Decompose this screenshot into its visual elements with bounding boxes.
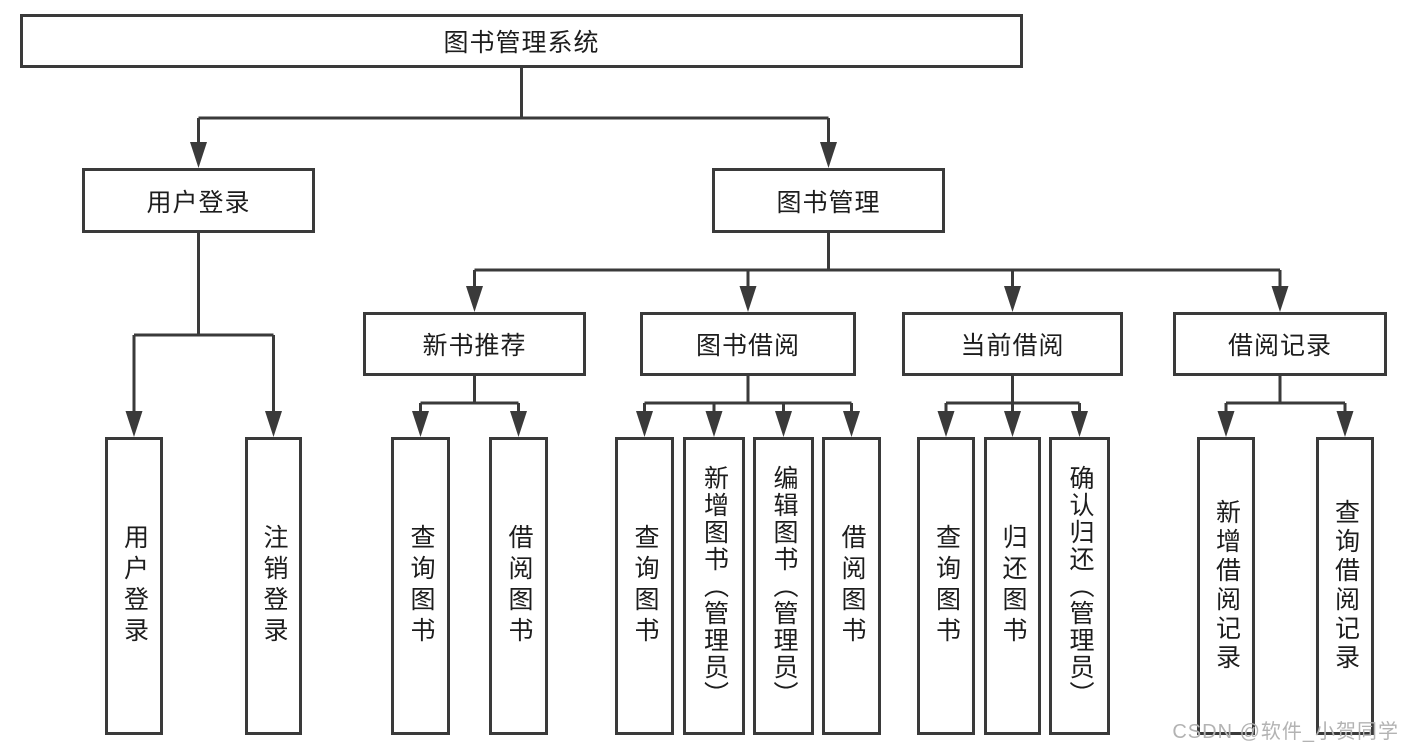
node-new-book-recommend: 新书推荐 — [363, 312, 586, 376]
node-query-books-borrowing: 查询图书 — [615, 437, 674, 735]
node-label: 查询借阅记录 — [1331, 499, 1360, 673]
connector-book-borrowing-children — [636, 376, 860, 437]
node-borrow-books-borrowing: 借阅图书 — [822, 437, 881, 735]
arrow-down-icon — [412, 411, 527, 437]
arrow-down-icon — [125, 411, 282, 437]
node-borrow-records: 借阅记录 — [1173, 312, 1387, 376]
node-current-borrowing: 当前借阅 — [902, 312, 1123, 376]
node-query-books-current: 查询图书 — [917, 437, 975, 735]
node-label: 查询图书 — [631, 524, 659, 648]
node-label: 用户登录 — [120, 524, 149, 648]
node-label: 新书推荐 — [422, 332, 527, 360]
node-root-system: 图书管理系统 — [20, 14, 1023, 68]
connector-root-to-level2 — [190, 68, 837, 168]
node-user-login: 用户登录 — [82, 168, 315, 233]
node-book-management: 图书管理 — [712, 168, 945, 233]
node-label: 图书管理系统 — [443, 29, 600, 57]
node-label: 借阅图书 — [838, 524, 866, 648]
node-borrow-books-recommend: 借阅图书 — [489, 437, 548, 735]
node-label: 新增借阅记录 — [1212, 499, 1241, 673]
node-label: 归还图书 — [999, 524, 1027, 648]
connector-book-management-children — [466, 233, 1289, 312]
arrow-down-icon — [937, 411, 1088, 437]
node-book-borrowing: 图书借阅 — [640, 312, 856, 376]
arrow-down-icon — [466, 286, 1289, 312]
arrow-down-icon — [636, 411, 860, 437]
node-label: 用户登录 — [146, 188, 251, 217]
node-add-book-admin: 新增图书（管理员） — [683, 437, 745, 735]
node-confirm-return-admin: 确认归还（管理员） — [1049, 437, 1110, 735]
watermark: CSDN @软件_小贺同学 — [1172, 721, 1399, 743]
node-label: 确认归还（管理员） — [1066, 464, 1094, 708]
node-add-borrow-record: 新增借阅记录 — [1197, 437, 1255, 735]
node-return-books: 归还图书 — [984, 437, 1041, 735]
node-logout: 注销登录 — [245, 437, 302, 735]
node-label: 借阅图书 — [505, 524, 533, 648]
node-label: 图书借阅 — [695, 332, 800, 360]
connector-user-login-children — [125, 233, 282, 437]
node-user-login-leaf: 用户登录 — [105, 437, 163, 735]
node-label: 新增图书（管理员） — [700, 464, 729, 708]
arrow-down-icon — [190, 142, 837, 168]
connector-borrow-records-children — [1217, 376, 1354, 437]
connector-new-book-children — [412, 376, 527, 437]
node-label: 注销登录 — [260, 524, 288, 648]
node-label: 编辑图书（管理员） — [770, 464, 798, 708]
node-label: 借阅记录 — [1227, 332, 1332, 360]
node-query-books-recommend: 查询图书 — [391, 437, 450, 735]
arrow-down-icon — [1217, 411, 1354, 437]
node-label: 图书管理 — [776, 188, 881, 217]
node-label: 查询图书 — [932, 524, 961, 648]
node-edit-book-admin: 编辑图书（管理员） — [753, 437, 814, 735]
node-query-borrow-record: 查询借阅记录 — [1316, 437, 1374, 735]
node-label: 当前借阅 — [960, 332, 1065, 360]
node-label: 查询图书 — [407, 524, 435, 648]
connector-current-borrowing-children — [937, 376, 1088, 437]
